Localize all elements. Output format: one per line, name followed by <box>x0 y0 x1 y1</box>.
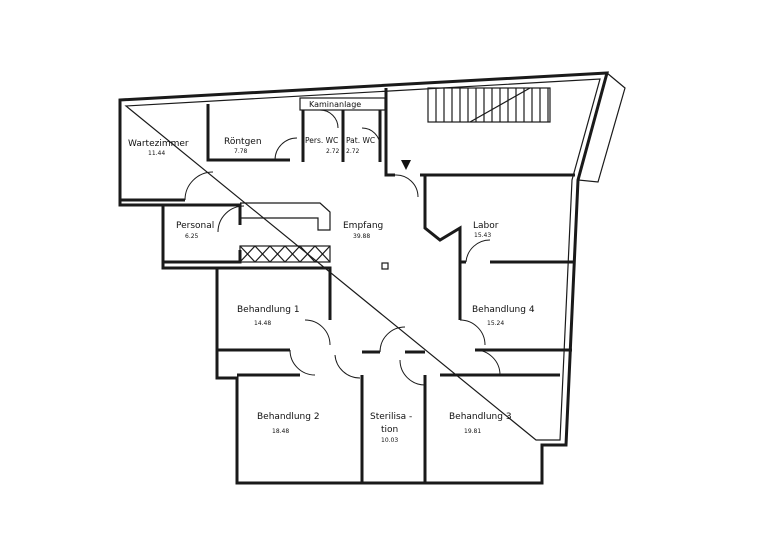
room-name-wartezimmer: Wartezimmer <box>128 139 189 149</box>
room-name-roentgen: Röntgen <box>224 137 262 147</box>
hatch-line <box>239 245 256 263</box>
room-name-behandlung-3: Behandlung 3 <box>449 412 512 422</box>
room-name-pat-wc: Pat. WC <box>346 136 375 145</box>
room-area-empfang: 39.88 <box>353 233 370 240</box>
hatch-line <box>299 245 316 263</box>
room-name-sterilisation: Sterilisa - <box>370 412 412 422</box>
interior-walls <box>120 88 575 483</box>
room-name-sterilisation-2: tion <box>381 425 398 435</box>
hatched-cabinet <box>239 245 331 263</box>
hatch-line <box>284 245 301 263</box>
room-name-behandlung-4: Behandlung 4 <box>472 305 535 315</box>
room-area-pers-wc: 2.72 <box>326 148 340 155</box>
room-name-empfang: Empfang <box>343 221 383 231</box>
room-area-wartezimmer: 11.44 <box>148 150 165 157</box>
hatch-line <box>314 245 331 263</box>
room-name-behandlung-1: Behandlung 1 <box>237 305 300 315</box>
room-area-behandlung-3: 19.81 <box>464 428 481 435</box>
room-area-labor: 15.43 <box>474 232 491 239</box>
reception-counter <box>240 202 331 231</box>
room-name-personal: Personal <box>176 221 214 231</box>
outer-wall <box>118 71 609 485</box>
room-area-behandlung-4: 15.24 <box>487 320 504 327</box>
room-name-kaminanlage: Kaminanlage <box>309 100 361 109</box>
room-area-sterilisation: 10.03 <box>381 437 398 444</box>
room-area-roentgen: 7.78 <box>234 148 248 155</box>
room-area-personal: 6.25 <box>185 233 199 240</box>
room-name-labor: Labor <box>473 221 499 231</box>
doors <box>184 109 501 386</box>
room-area-behandlung-2: 18.48 <box>272 428 289 435</box>
room-area-behandlung-1: 14.48 <box>254 320 271 327</box>
hatch-line <box>254 245 271 263</box>
triangle-down-icon <box>401 160 411 170</box>
column <box>381 262 389 270</box>
room-area-pat-wc: 2.72 <box>346 148 360 155</box>
bay-window <box>577 71 626 183</box>
hatch-line <box>269 245 286 263</box>
staircase <box>427 87 551 123</box>
room-name-behandlung-2: Behandlung 2 <box>257 412 320 422</box>
room-name-pers-wc: Pers. WC <box>305 136 338 145</box>
outer-wall-inner <box>124 78 601 441</box>
